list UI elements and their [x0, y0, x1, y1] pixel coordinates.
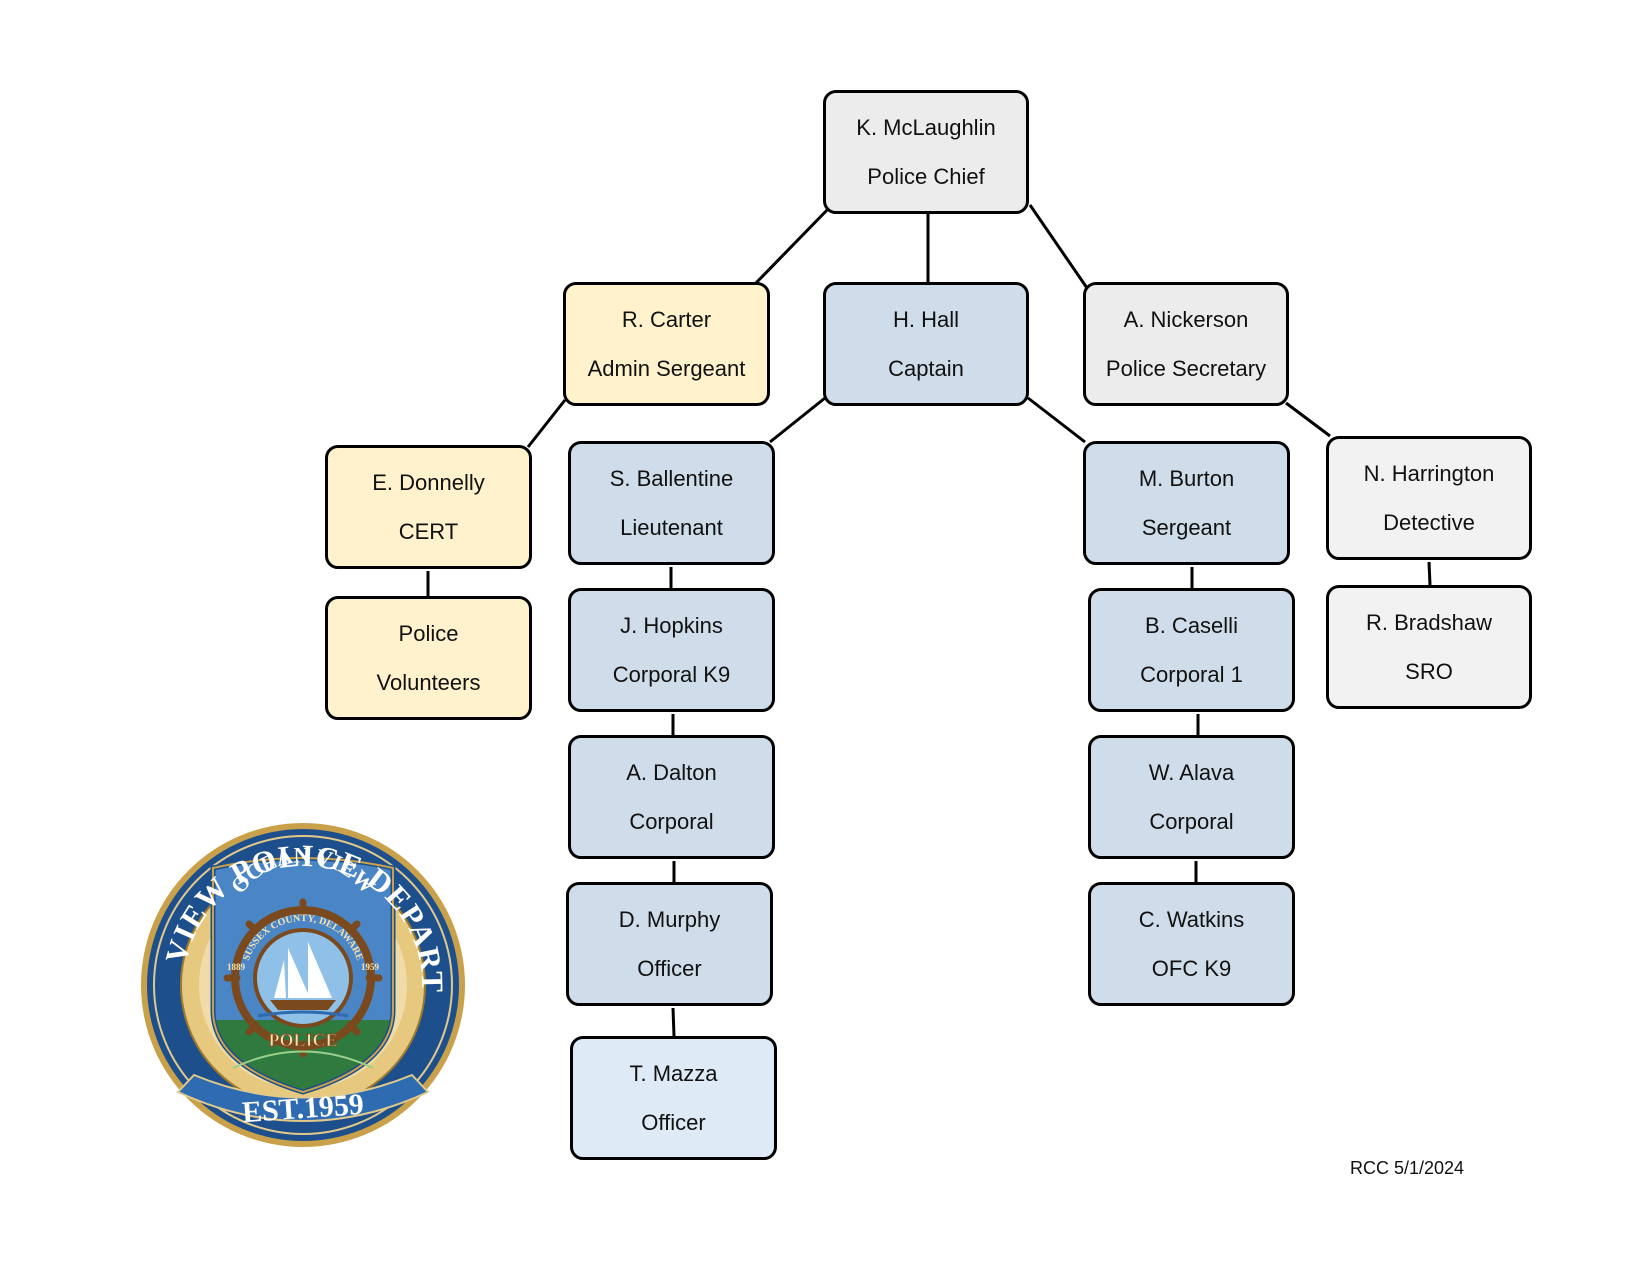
node-ballentine: S. Ballentine Lieutenant: [568, 441, 775, 565]
node-name: A. Nickerson: [1123, 306, 1249, 332]
node-name: T. Mazza: [629, 1060, 718, 1086]
node-name: N. Harrington: [1363, 460, 1495, 486]
node-role: Police Chief: [867, 163, 985, 189]
node-role: SRO: [1405, 658, 1453, 684]
node-dalton: A. Dalton Corporal: [568, 735, 775, 859]
node-role: Detective: [1383, 509, 1475, 535]
node-chief: K. McLaughlin Police Chief: [823, 90, 1029, 214]
node-carter: R. Carter Admin Sergeant: [563, 282, 770, 406]
node-nickerson: A. Nickerson Police Secretary: [1083, 282, 1289, 406]
connector-hall-ballentine: [769, 396, 826, 444]
node-name: W. Alava: [1148, 759, 1235, 785]
node-role: Officer: [641, 1109, 706, 1135]
node-name: S. Ballentine: [609, 465, 734, 491]
connector-nickerson-harrington: [1285, 401, 1331, 438]
node-role: Lieutenant: [620, 514, 723, 540]
node-name: E. Donnelly: [372, 469, 485, 495]
node-mazza: T. Mazza Officer: [570, 1036, 777, 1160]
node-role: Admin Sergeant: [587, 355, 746, 381]
node-role: CERT: [398, 518, 459, 544]
node-name: H. Hall: [892, 306, 959, 332]
node-role: Corporal: [629, 808, 714, 834]
node-harrington: N. Harrington Detective: [1326, 436, 1532, 560]
node-volunteers: Police Volunteers: [325, 596, 532, 720]
seal-inner-bottom-text: POLICE: [268, 1030, 337, 1050]
node-caselli: B. Caselli Corporal 1: [1088, 588, 1295, 712]
node-role: Captain: [888, 355, 964, 381]
node-name: Police: [398, 620, 459, 646]
node-name: K. McLaughlin: [856, 114, 996, 140]
connector-hall-burton: [1027, 396, 1086, 444]
connector-chief-nickerson: [1028, 204, 1089, 289]
connector-chief-carter: [753, 205, 832, 286]
node-role: Corporal K9: [612, 661, 731, 687]
revision-note: RCC 5/1/2024: [1350, 1158, 1465, 1178]
node-burton: M. Burton Sergeant: [1083, 441, 1290, 565]
node-role: Corporal: [1149, 808, 1234, 834]
node-name: R. Bradshaw: [1366, 609, 1492, 635]
node-name: C. Watkins: [1138, 906, 1245, 932]
node-name: B. Caselli: [1145, 612, 1238, 638]
node-murphy: D. Murphy Officer: [566, 882, 773, 1006]
node-donnelly: E. Donnelly CERT: [325, 445, 532, 569]
node-name: R. Carter: [621, 306, 712, 332]
node-name: A. Dalton: [626, 759, 717, 785]
connector-carter-donnelly: [526, 399, 567, 448]
node-name: D. Murphy: [618, 906, 721, 932]
node-bradshaw: R. Bradshaw SRO: [1326, 585, 1532, 709]
node-role: Volunteers: [376, 669, 481, 695]
node-role: Police Secretary: [1105, 355, 1267, 381]
node-name: J. Hopkins: [620, 612, 723, 638]
connector-murphy-mazza: [671, 1007, 676, 1037]
police-seal-logo: OCEAN VIEW POLICE DEPARTMENT EST.1959 OC…: [138, 820, 465, 1147]
node-role: Corporal 1: [1140, 661, 1243, 687]
node-role: Sergeant: [1141, 514, 1232, 540]
seal-year-right: 1959: [361, 962, 380, 972]
node-name: M. Burton: [1138, 465, 1235, 491]
connector-harrington-bradshaw: [1427, 561, 1432, 586]
node-alava: W. Alava Corporal: [1088, 735, 1295, 859]
node-role: OFC K9: [1151, 955, 1232, 981]
node-hopkins: J. Hopkins Corporal K9: [568, 588, 775, 712]
node-watkins: C. Watkins OFC K9: [1088, 882, 1295, 1006]
node-role: Officer: [637, 955, 702, 981]
node-hall: H. Hall Captain: [823, 282, 1029, 406]
seal-year-left: 1889: [227, 962, 246, 972]
